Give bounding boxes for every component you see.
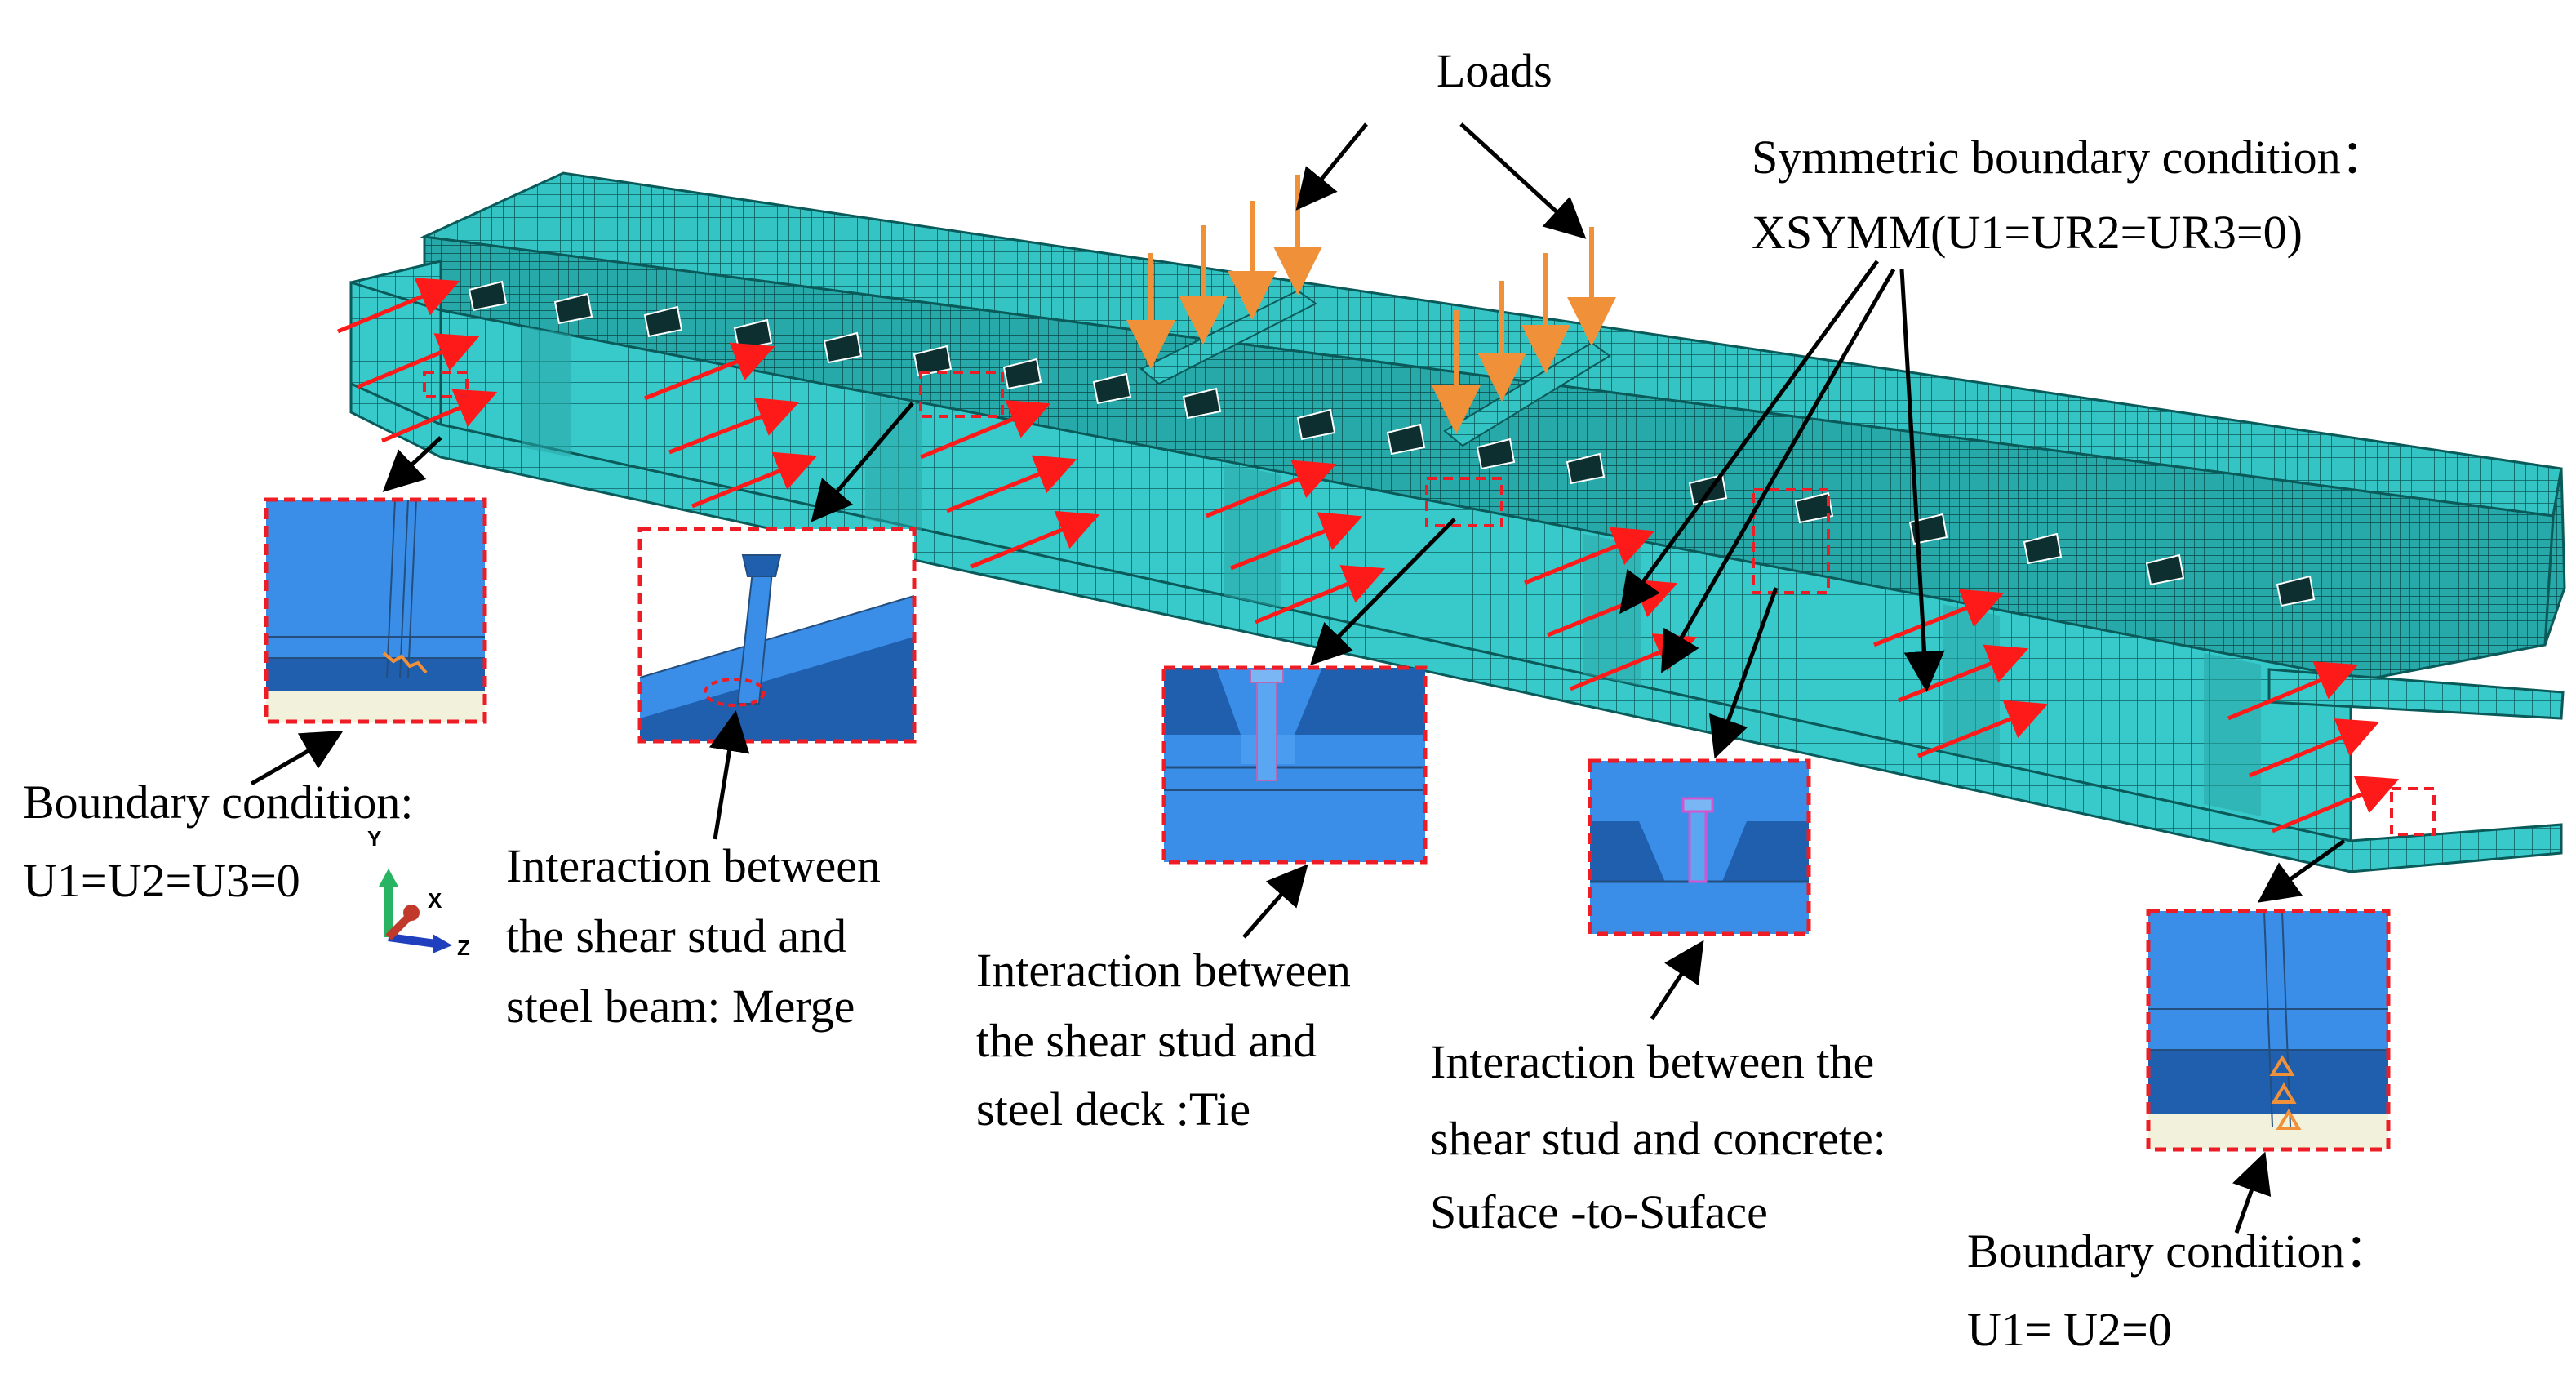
right-arrow-icon [644, 342, 775, 401]
right-arrow-icon [1255, 565, 1386, 625]
right-arrow-icon [691, 451, 818, 509]
pointer-arrow-icon [1295, 122, 1368, 211]
label-symmetric-line2: XSYMM(U1=UR2=UR3=0) [1752, 206, 2303, 259]
right-arrow-icon [357, 333, 480, 389]
right-arrow-icon [1917, 700, 2049, 758]
label-bc-right-line1: Boundary condition： [1967, 1225, 2392, 1278]
coordinate-triad-icon: Y X Z [367, 826, 470, 960]
label-loads: Loads [1437, 44, 1552, 97]
label-symmetric-line1: Symmetric boundary condition： [1752, 131, 2388, 184]
pointer-arrow-icon [1899, 269, 1945, 692]
right-arrow-icon [2249, 718, 2380, 778]
label-tie-line2: the shear stud and [976, 1014, 1317, 1067]
pointer-arrow-icon [1459, 122, 1587, 239]
axis-z-label: Z [457, 936, 470, 960]
pointer-arrow-icon [250, 731, 344, 786]
pointer-arrow-icon [2257, 838, 2346, 903]
pointer-arrow-icon [1661, 268, 1896, 673]
pointer-arrow-icon [1650, 940, 1704, 1020]
right-arrow-icon [381, 389, 498, 443]
axis-x-label: X [428, 888, 442, 913]
label-surface-line1: Interaction between the [1430, 1035, 1874, 1088]
label-merge-line2: the shear stud and [506, 909, 846, 962]
beam-bottom-flange [349, 381, 2563, 873]
right-arrow-icon [946, 455, 1077, 513]
callout-arrows [250, 122, 2346, 1234]
pointer-arrow-icon [811, 402, 914, 522]
load-arrows [1126, 175, 1616, 434]
right-arrow-icon [1524, 527, 1655, 585]
pointer-arrow-icon [2232, 1151, 2272, 1234]
right-arrow-icon [1873, 589, 2005, 647]
label-tie-line1: Interaction between [976, 944, 1351, 997]
label-merge-line3: steel beam: Merge [506, 980, 855, 1033]
pointer-arrow-icon [1242, 864, 1308, 939]
label-surface-line3: Suface -to-Suface [1430, 1185, 1768, 1238]
deck-rib-openings [468, 280, 2316, 607]
detail-bc-right [2146, 909, 2391, 1152]
label-bc-right-line2: U1= U2=0 [1967, 1303, 2172, 1356]
pointer-arrow-icon [1619, 260, 1880, 615]
detail-bc-left [264, 497, 487, 724]
right-arrow-icon [1230, 512, 1363, 571]
right-arrow-icon [1206, 460, 1337, 518]
label-merge-line1: Interaction between [506, 839, 881, 892]
pointer-arrow-icon [1309, 518, 1456, 666]
model-highlights [423, 371, 2436, 836]
label-bc-left-line1: Boundary condition: [23, 776, 413, 829]
detail-surface [1588, 758, 1811, 936]
label-bc-left-line2: U1=U2=U3=0 [23, 854, 300, 907]
annotations: Loads Symmetric boundary condition： XSYM… [23, 44, 2392, 1356]
fe-model [349, 171, 2566, 873]
label-tie-line3: steel deck :Tie [976, 1082, 1250, 1136]
right-arrow-icon [2227, 661, 2359, 721]
pointer-arrow-icon [708, 710, 750, 840]
right-arrow-icon [2272, 776, 2400, 833]
pointer-arrow-icon [382, 436, 442, 492]
right-arrow-icon [920, 400, 1051, 460]
right-arrow-icon [1898, 644, 2029, 703]
pointer-arrow-icon [1709, 587, 1779, 759]
label-surface-line2: shear stud and concrete: [1430, 1112, 1886, 1165]
right-arrow-icon [337, 278, 460, 334]
right-arrow-icon [668, 398, 800, 455]
axis-y-label: Y [367, 826, 381, 851]
right-arrow-icon [970, 510, 1100, 569]
detail-tie [1161, 665, 1428, 865]
detail-merge [637, 527, 917, 744]
